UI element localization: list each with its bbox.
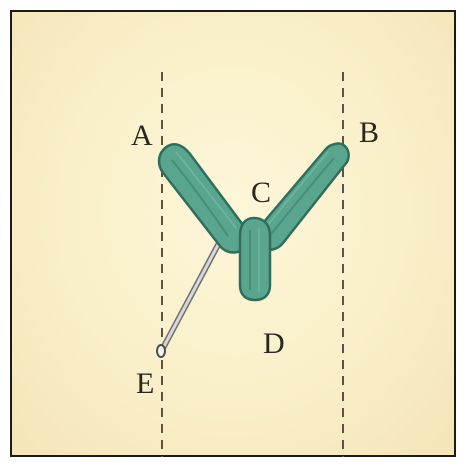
point-label-c: C xyxy=(251,178,271,208)
tie-down-stitch xyxy=(240,218,270,300)
needle-icon xyxy=(157,243,219,357)
point-label-d: D xyxy=(263,329,285,359)
point-label-e: E xyxy=(136,369,154,399)
point-label-a: A xyxy=(131,121,153,151)
left-stitch-arm xyxy=(159,144,248,252)
point-label-b: B xyxy=(359,118,379,148)
